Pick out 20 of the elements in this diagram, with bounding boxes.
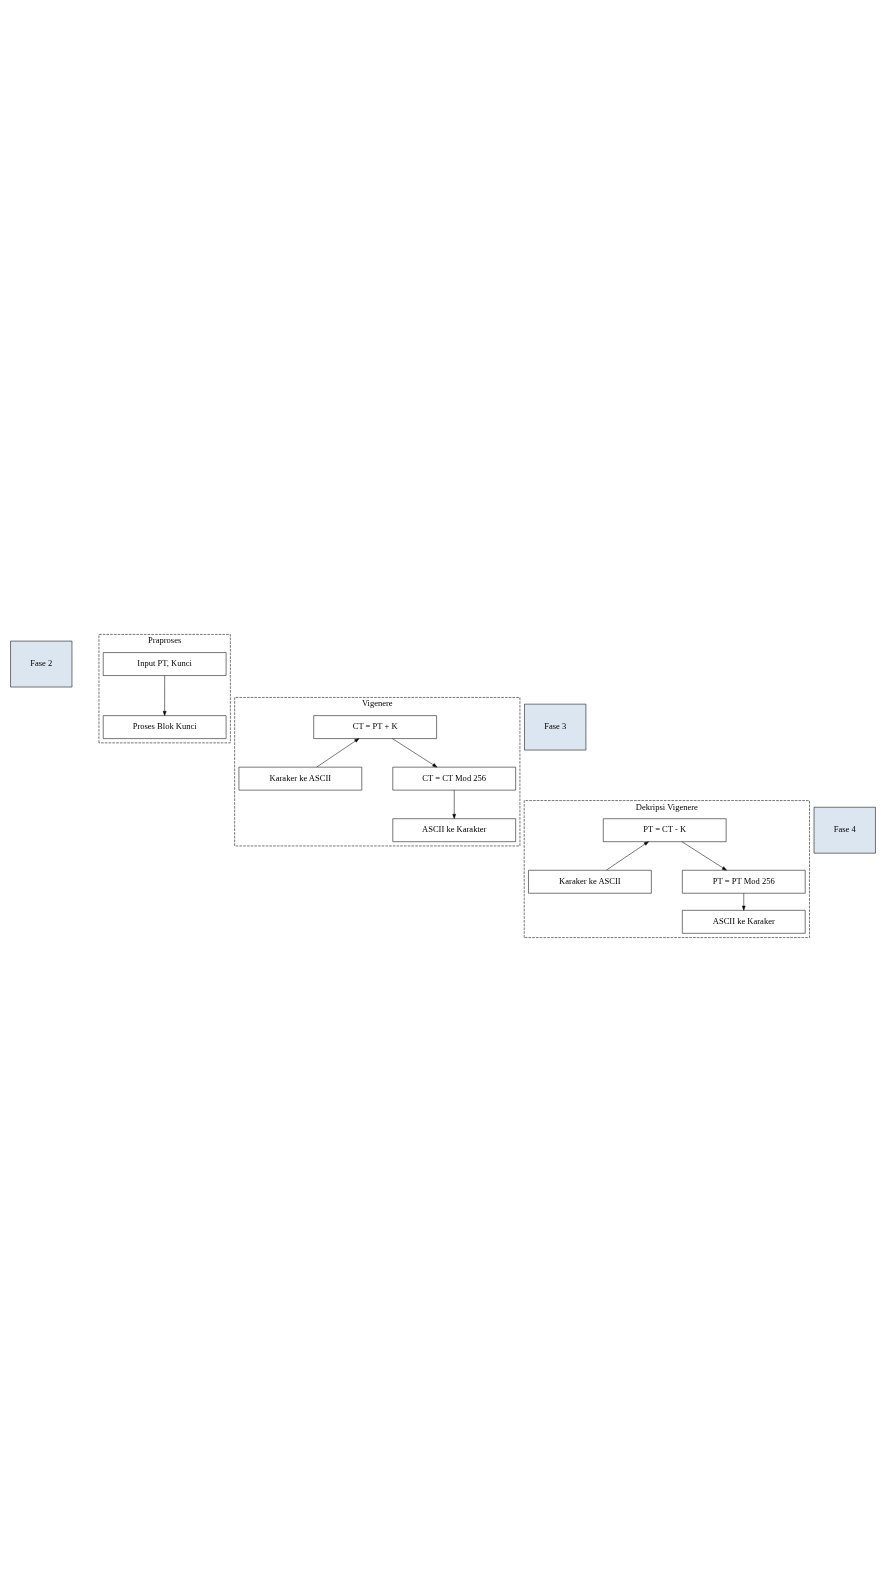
node-box: PT = CT - K xyxy=(603,817,727,842)
arrow xyxy=(162,674,167,716)
node-box: ASCII ke Karaker xyxy=(682,909,806,934)
arrow xyxy=(742,892,746,911)
node-box: ASCII ke Karakter xyxy=(392,817,516,842)
arrow xyxy=(392,737,438,767)
arrow xyxy=(681,840,727,870)
node-box: Fase 2 xyxy=(10,640,73,687)
arrow xyxy=(316,737,360,767)
node-box: Karaker ke ASCII xyxy=(238,766,363,790)
node-box: CT = PT + K xyxy=(313,714,437,739)
node-box: Proses Blok Kunci xyxy=(102,714,227,739)
node-box: CT = CT Mod 256 xyxy=(392,766,516,790)
node-box: Fase 4 xyxy=(813,806,876,853)
node-box: PT = PT Mod 256 xyxy=(682,869,806,893)
node-box: Fase 3 xyxy=(524,703,587,750)
arrow xyxy=(606,840,649,870)
node-box: Karaker ke ASCII xyxy=(528,869,652,893)
arrow xyxy=(452,789,456,819)
node-box: Input PT, Kunci xyxy=(102,651,227,676)
